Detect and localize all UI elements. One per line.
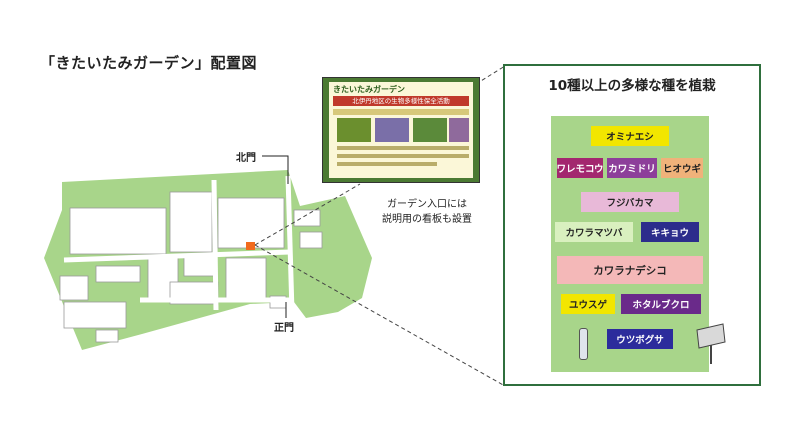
connector-line — [475, 65, 506, 85]
plant-tag-kawamidori: カワミドリ — [607, 158, 657, 178]
garden-marker — [246, 242, 255, 250]
building — [293, 209, 321, 227]
panel-title: 10種以上の多様な種を植栽 — [548, 78, 716, 94]
main-gate-label: 正門 — [274, 323, 294, 334]
road — [63, 249, 291, 263]
entrance-note: ガーデン入口には 説明用の看板も設置 — [366, 197, 488, 227]
plant-tag-yuusuge: ユウスゲ — [561, 294, 615, 314]
plant-tag-kawaramatsuba: カワラマツバ — [555, 222, 633, 242]
building — [169, 191, 213, 253]
connector-line — [254, 244, 506, 387]
page-title: 「きたいたみガーデン」配置図 — [40, 54, 258, 72]
road — [285, 175, 295, 313]
road — [211, 179, 219, 311]
plant-tag-waremokou: ワレモコウ — [556, 158, 604, 178]
sign-flower-photo — [337, 118, 371, 142]
plant-tag-kikyou: キキョウ — [641, 222, 699, 242]
sign-flower-photo — [413, 118, 447, 142]
plant-tag-kawaranadeshiko: カワラナデシコ — [557, 256, 703, 284]
planting-panel: 10種以上の多様な種を植栽 オミナエシ ワレモコウ カワミドリ ヒオウギ フジバ… — [503, 64, 761, 386]
planting-bed: オミナエシ ワレモコウ カワミドリ ヒオウギ フジバカマ カワラマツバ キキョウ… — [551, 116, 709, 372]
plant-tag-hiougi: ヒオウギ — [661, 158, 703, 178]
building — [59, 275, 89, 301]
sign-photo: きたいたみガーデン 北伊丹地区の生物多様性保全活動 — [322, 77, 480, 183]
marker-post — [579, 328, 588, 360]
entrance-note-line2: 説明用の看板も設置 — [382, 214, 472, 225]
building — [95, 265, 141, 283]
plant-tag-utsubogusa: ウツボグサ — [607, 329, 673, 349]
plant-tag-ominaeshi: オミナエシ — [591, 126, 669, 146]
building — [225, 257, 267, 299]
sign-heading: きたいたみガーデン — [333, 85, 405, 94]
signboard-icon — [696, 323, 726, 364]
building — [299, 231, 323, 249]
plant-tag-hotarubukuro: ホタルブクロ — [621, 294, 701, 314]
sign-flower-photo — [375, 118, 409, 142]
connector-line — [254, 183, 361, 246]
building — [63, 301, 127, 329]
building — [95, 329, 119, 343]
sign-subheading: 北伊丹地区の生物多様性保全活動 — [333, 96, 469, 106]
building — [69, 207, 167, 255]
entrance-note-line1: ガーデン入口には — [387, 199, 467, 210]
sign-flower-photo — [449, 118, 469, 142]
north-gate-label: 北門 — [236, 153, 256, 164]
building — [217, 197, 285, 249]
plant-tag-fujibakama: フジバカマ — [581, 192, 679, 212]
north-gate-leader — [262, 155, 289, 184]
